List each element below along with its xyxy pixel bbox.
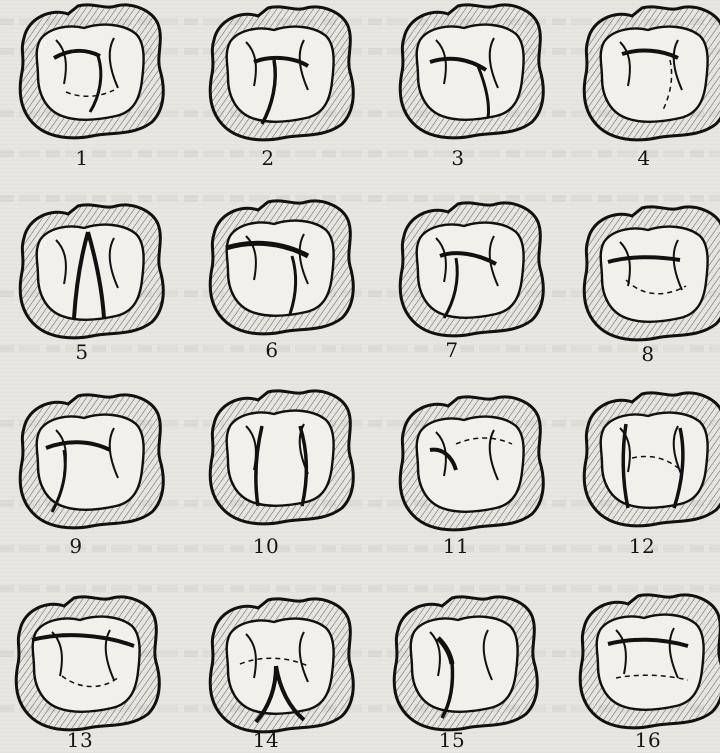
tooth-figure-13	[2, 592, 182, 742]
tooth-figure-16	[566, 590, 720, 740]
tooth-figure-2	[196, 2, 376, 152]
figure-label-4: 4	[624, 146, 664, 170]
tooth-figure-6	[196, 196, 376, 346]
tooth-figure-3	[386, 0, 566, 150]
figure-label-5: 5	[62, 340, 102, 364]
bleed-through-line	[0, 545, 720, 552]
figure-label-3: 3	[438, 146, 478, 170]
figure-label-1: 1	[62, 146, 102, 170]
tooth-figure-8	[570, 202, 720, 352]
figure-label-6: 6	[252, 338, 292, 362]
tooth-figure-12	[570, 388, 720, 538]
tooth-figure-14	[196, 594, 376, 744]
tooth-figure-4	[570, 2, 720, 152]
figure-label-2: 2	[248, 146, 288, 170]
figure-label-9: 9	[56, 534, 96, 558]
tooth-figure-7	[386, 198, 566, 348]
tooth-figure-9	[6, 390, 186, 540]
figure-label-15: 15	[432, 728, 472, 752]
tooth-figure-15	[380, 592, 560, 742]
tooth-figure-5	[6, 200, 186, 350]
tooth-figure-10	[196, 386, 376, 536]
figure-label-13: 13	[60, 728, 100, 752]
figure-label-7: 7	[432, 338, 472, 362]
tooth-figure-11	[386, 392, 566, 542]
figure-label-14: 14	[246, 728, 286, 752]
figure-label-11: 11	[436, 534, 476, 558]
figure-label-8: 8	[628, 342, 668, 366]
figure-label-12: 12	[622, 534, 662, 558]
tooth-figure-1	[6, 0, 186, 150]
figure-label-10: 10	[246, 534, 286, 558]
figure-label-16: 16	[628, 728, 668, 752]
